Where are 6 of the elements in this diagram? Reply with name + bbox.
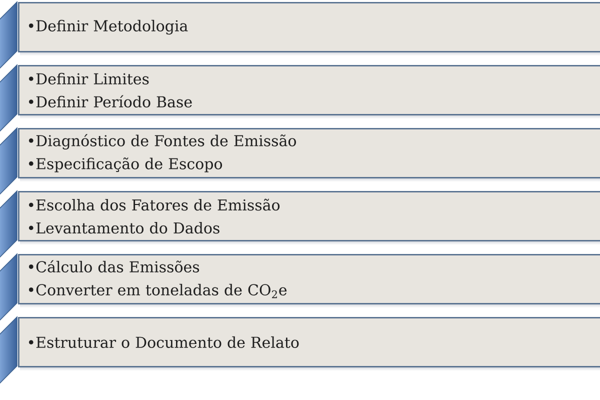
list-box: •Definir Limites •Definir Período Base	[18, 65, 600, 116]
list-box: •Definir Metodologia	[18, 2, 600, 52]
list-box: •Cálculo das Emissões •Converter em toneladas de CO$_{2}$e	[18, 254, 600, 304]
list-box: •Estruturar o Documento de Relato	[18, 317, 600, 368]
list-box: •Diagnóstico de Fontes de Emissão •Especificação de Escopo	[18, 128, 600, 178]
list-box: •Escolha dos Fatores de Emissão •Levantamento do Dados	[18, 191, 600, 242]
